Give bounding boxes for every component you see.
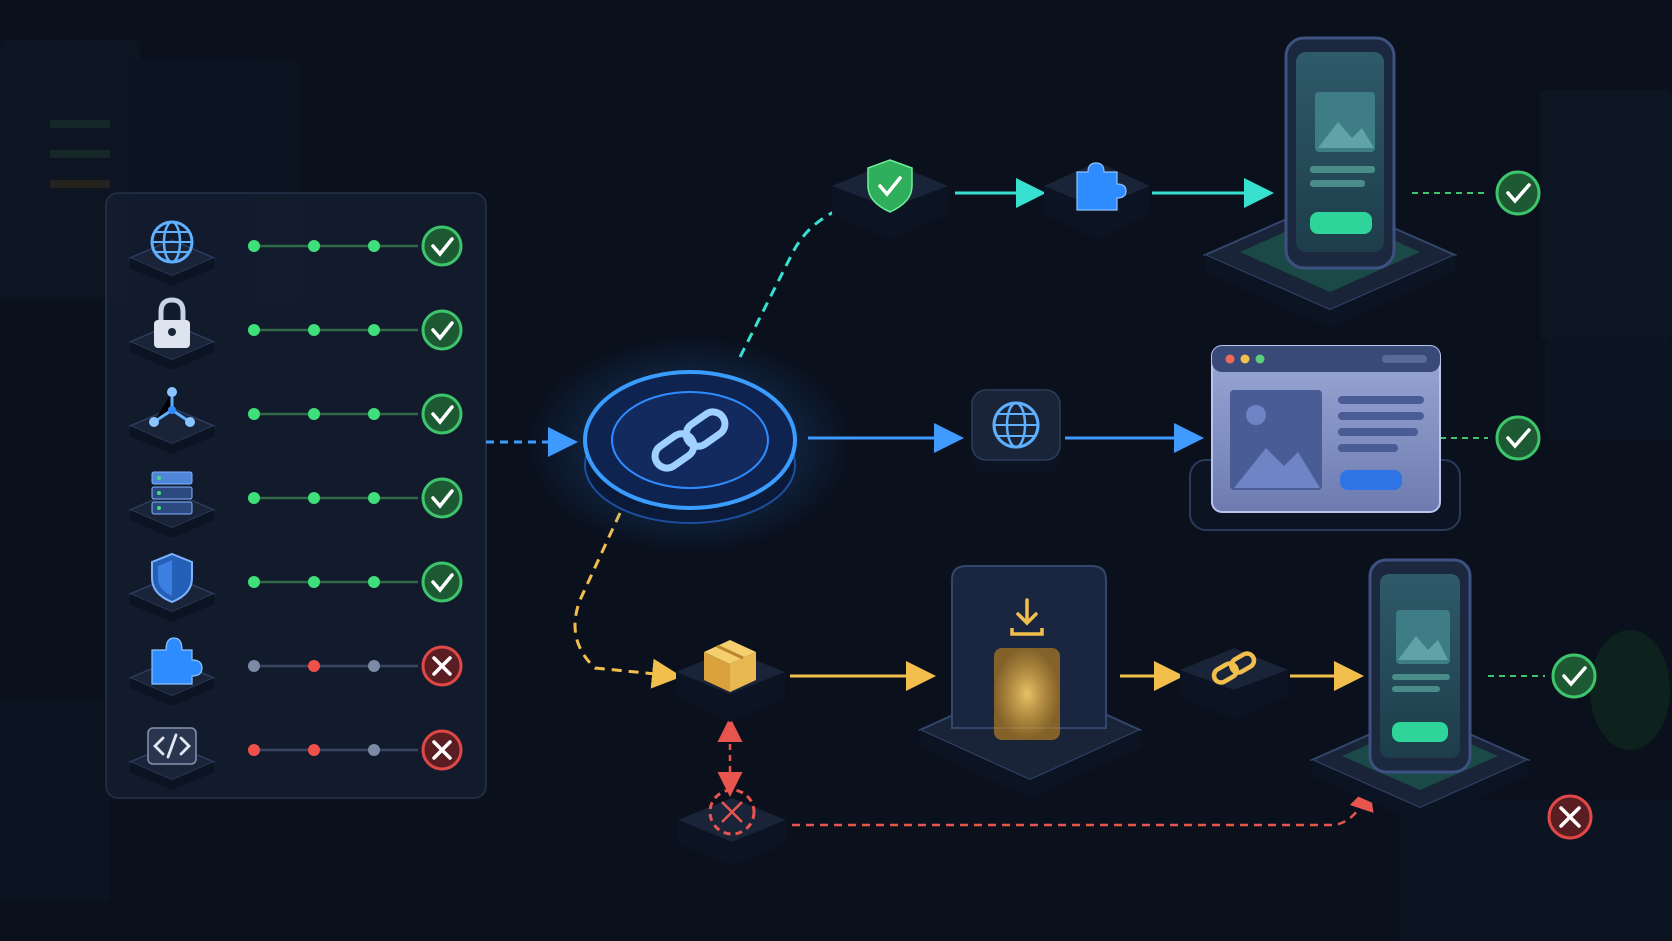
cyan-path-to-shield [738, 208, 839, 358]
progress-dot [308, 744, 320, 756]
failure-badge [421, 729, 463, 771]
progress-dot [368, 324, 380, 336]
puzzle-icon [1076, 162, 1127, 211]
progress-dot [248, 576, 260, 588]
progress-dot [308, 660, 320, 672]
checklist-row [128, 637, 463, 706]
checklist-row [128, 727, 463, 790]
code-icon [147, 727, 197, 765]
lock-icon [154, 297, 190, 348]
globe-icon [150, 220, 194, 264]
node-package [676, 640, 785, 722]
browser-window [1189, 345, 1461, 531]
hub-node [525, 335, 855, 555]
globe-icon [992, 401, 1040, 449]
chain-link-icon [1211, 651, 1257, 685]
success-badge [421, 393, 463, 435]
success-badge-bottom [1551, 653, 1597, 699]
checklist-row [128, 387, 463, 454]
success-badge [421, 309, 463, 351]
node-puzzle-top [1044, 162, 1150, 240]
progress-dot [248, 744, 260, 756]
failure-badge [1547, 794, 1593, 840]
server-icon [151, 471, 193, 515]
progress-dot [368, 744, 380, 756]
background-decor [0, 40, 1672, 941]
progress-dot [308, 492, 320, 504]
package-icon [704, 640, 756, 692]
success-badge [421, 225, 463, 267]
download-gate-icon [1010, 598, 1044, 636]
progress-dot [368, 240, 380, 252]
node-broken-target [678, 788, 786, 866]
checklist-row [128, 552, 463, 622]
network-icon [149, 387, 195, 427]
progress-dot [368, 660, 380, 672]
download-gate-node [917, 565, 1143, 798]
shield-icon [151, 552, 193, 604]
progress-dot [248, 240, 260, 252]
progress-dot [308, 240, 320, 252]
checklist-row [128, 297, 463, 370]
progress-dot [248, 492, 260, 504]
progress-dot [368, 492, 380, 504]
red-path-broken-to-phone [792, 785, 1374, 827]
broken-target-icon [708, 788, 756, 836]
phone-device-bottom [1309, 558, 1531, 824]
progress-dot [248, 324, 260, 336]
checklist-row [128, 220, 463, 286]
progress-dot [308, 576, 320, 588]
node-shield-check [832, 159, 948, 240]
chain-link-icon [651, 408, 729, 472]
shield-check-icon [867, 159, 913, 213]
phone-device-top [1202, 36, 1458, 328]
success-badge [421, 561, 463, 603]
progress-dot [368, 408, 380, 420]
node-globe-middle [971, 389, 1061, 473]
progress-dot [308, 324, 320, 336]
progress-dot [368, 576, 380, 588]
failure-badge [421, 645, 463, 687]
progress-dot [248, 660, 260, 672]
success-badge [421, 477, 463, 519]
success-badge-top [1495, 170, 1541, 216]
checklist-row [128, 471, 463, 538]
success-badge-middle [1495, 415, 1541, 461]
checklist-rows [128, 220, 463, 790]
progress-dot [248, 408, 260, 420]
node-link-small [1180, 648, 1288, 720]
progress-dot [308, 408, 320, 420]
puzzle-icon [151, 637, 203, 685]
